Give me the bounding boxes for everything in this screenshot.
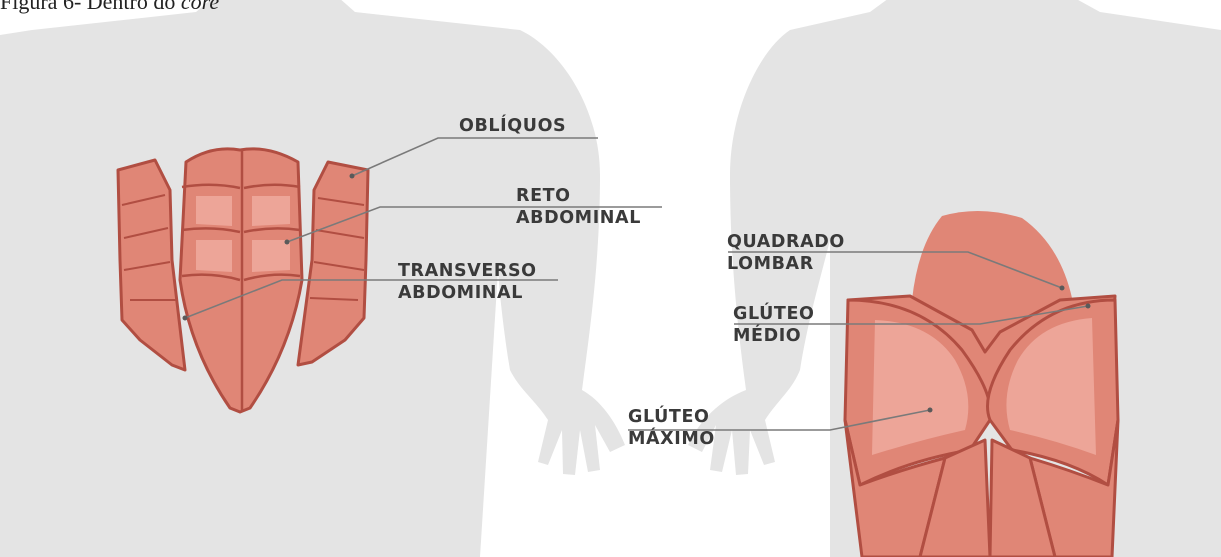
label-quadrado-line1: QUADRADO — [727, 231, 845, 253]
label-gluteo-medio-line2: MÉDIO — [733, 325, 814, 347]
label-gluteo-medio-line1: GLÚTEO — [733, 303, 814, 325]
label-quadrado-lombar: QUADRADO LOMBAR — [727, 231, 845, 275]
label-obliquos-text: OBLÍQUOS — [459, 116, 566, 136]
label-gluteo-maximo-line2: MÁXIMO — [628, 428, 715, 450]
label-reto-abdominal: RETO ABDOMINAL — [516, 185, 641, 229]
label-transverso-line1: TRANSVERSO — [398, 260, 537, 282]
figure-caption: Figura 6- Dentro do core — [0, 0, 219, 13]
label-transverso-abdominal: TRANSVERSO ABDOMINAL — [398, 260, 537, 304]
caption-prefix: Figura 6- Dentro do — [0, 0, 175, 14]
label-quadrado-line2: LOMBAR — [727, 253, 845, 275]
label-gluteo-maximo-line1: GLÚTEO — [628, 406, 715, 428]
caption-emphasis: core — [181, 0, 219, 14]
label-transverso-line2: ABDOMINAL — [398, 282, 537, 304]
label-obliquos: OBLÍQUOS — [459, 115, 566, 137]
label-reto-line2: ABDOMINAL — [516, 207, 641, 229]
label-gluteo-medio: GLÚTEO MÉDIO — [733, 303, 814, 347]
label-gluteo-maximo: GLÚTEO MÁXIMO — [628, 406, 715, 450]
label-reto-line1: RETO — [516, 185, 641, 207]
